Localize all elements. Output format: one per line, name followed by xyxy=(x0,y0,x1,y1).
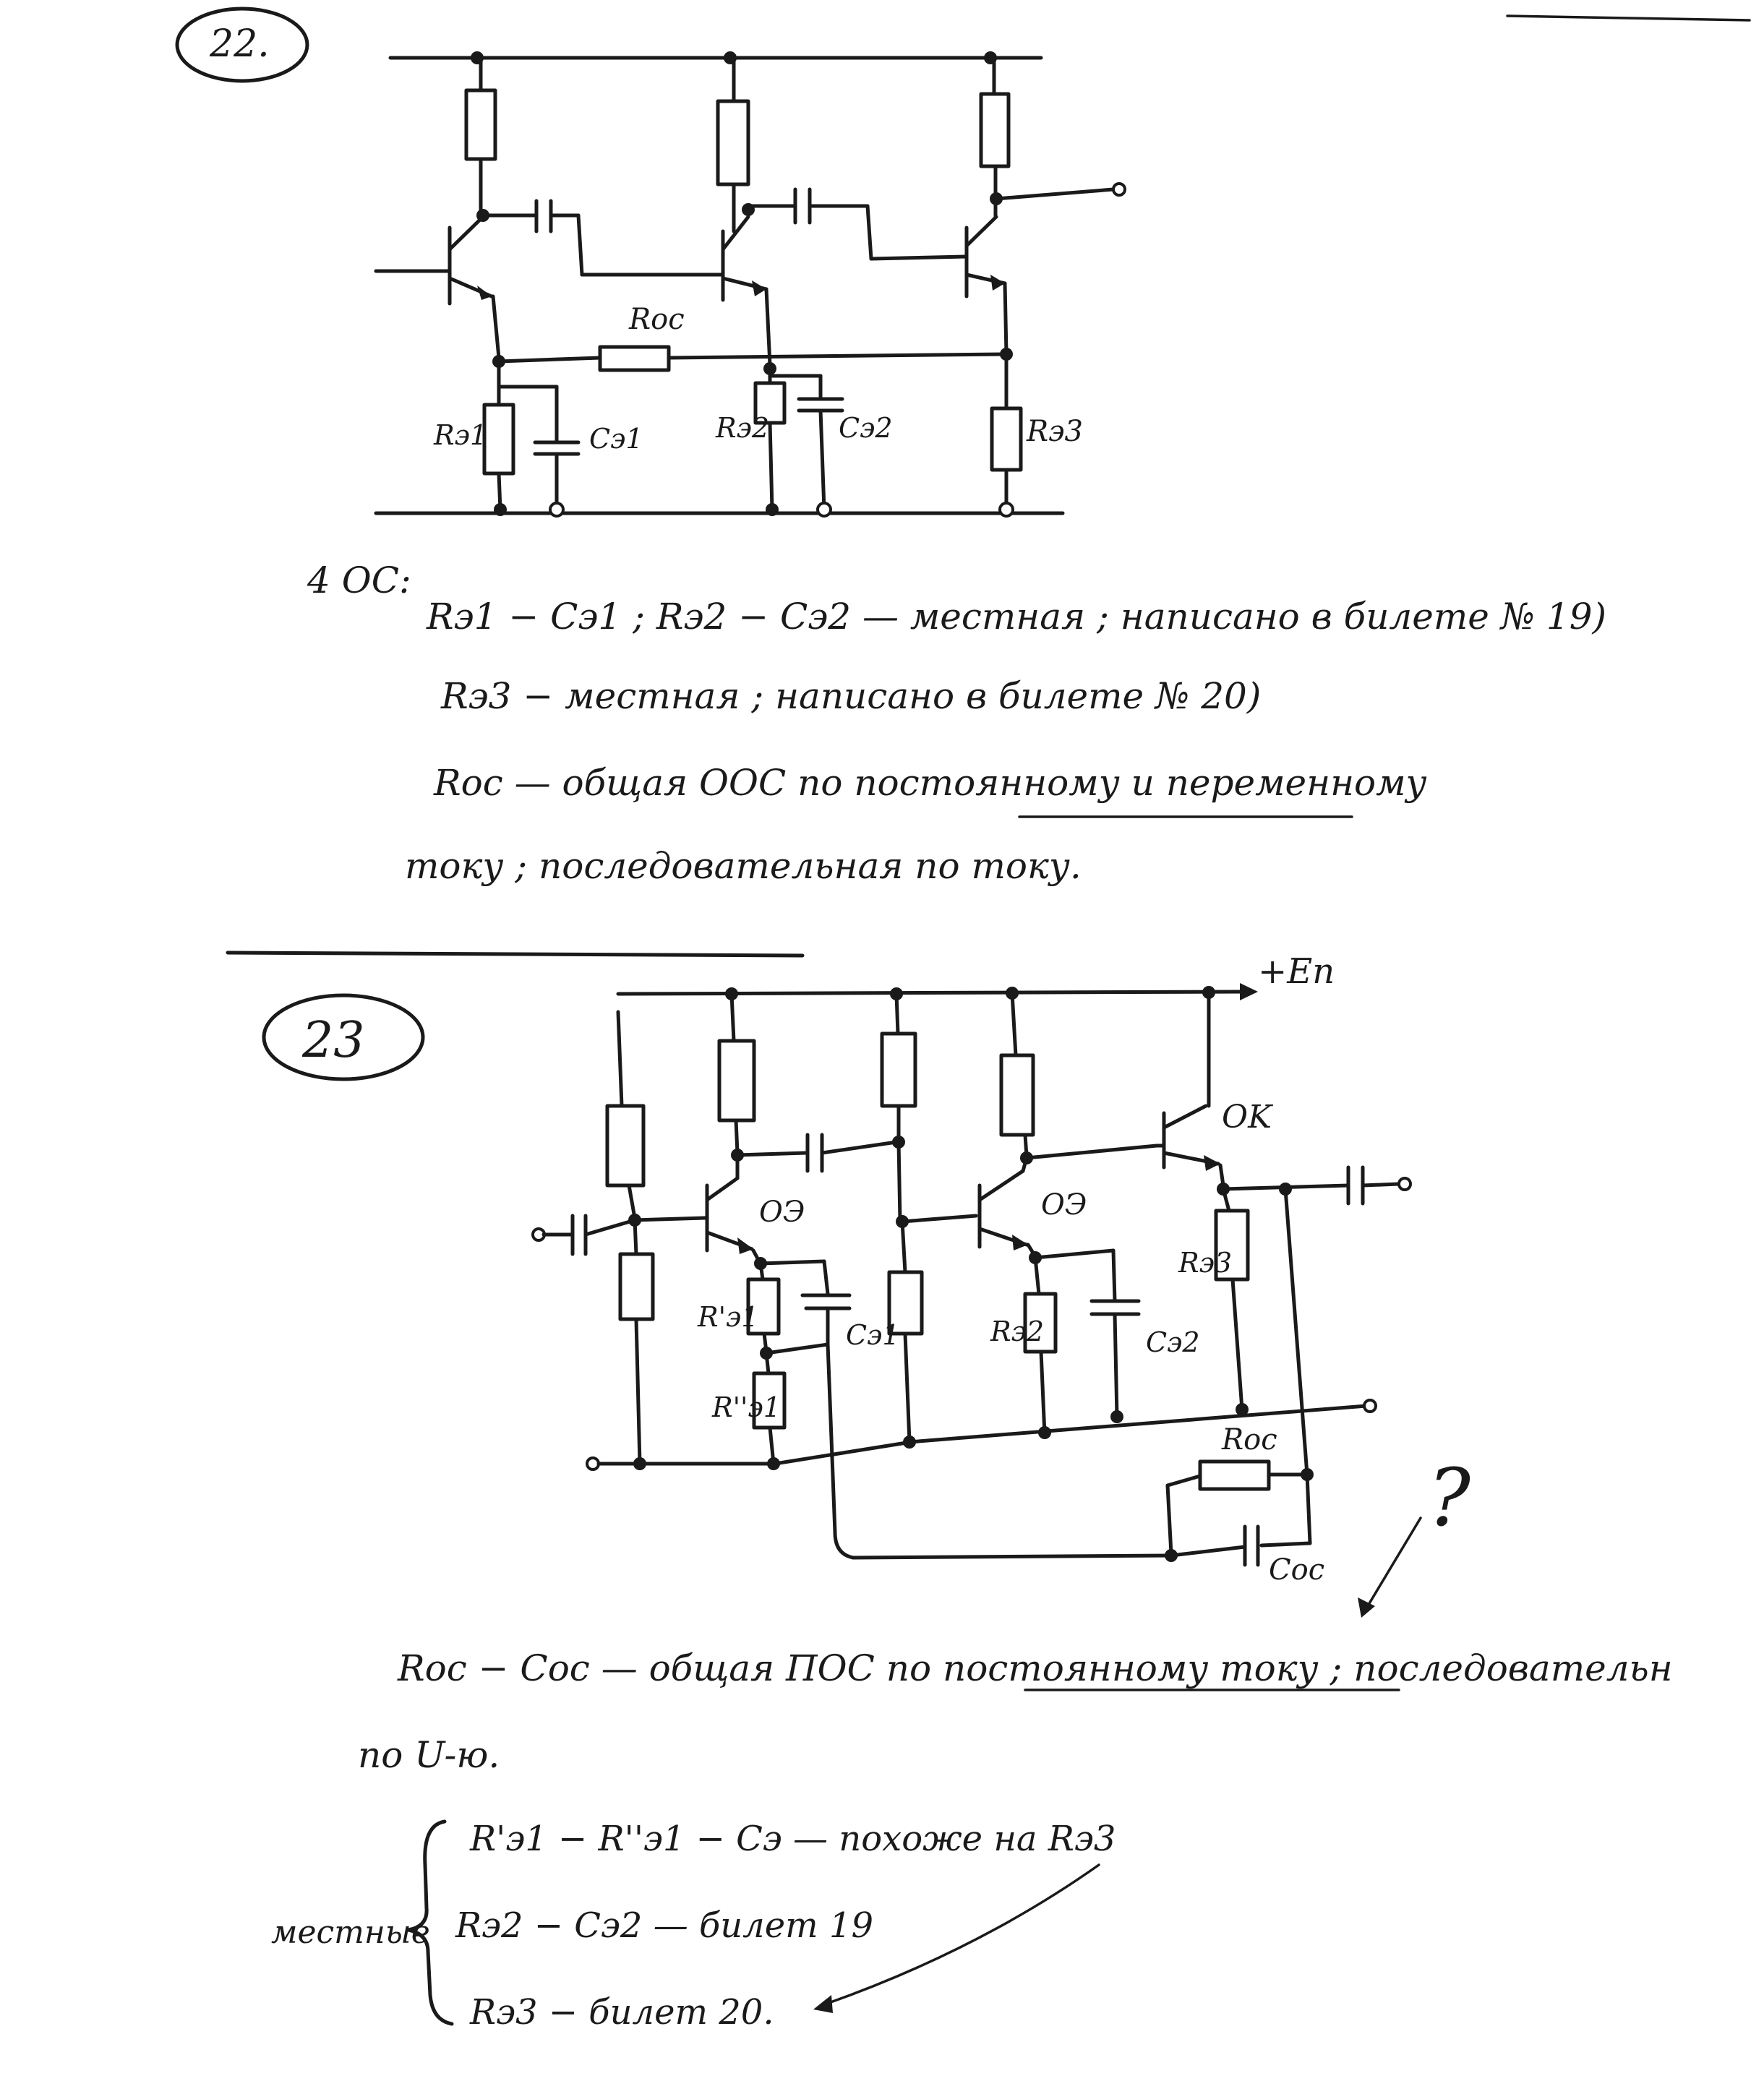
label-roc: Roc xyxy=(1221,1423,1277,1456)
notes-item-1: R'э1 − R''э1 − Cэ — похоже на Rэ3 xyxy=(469,1819,1116,1859)
notes-line-1: Rэ1 − Cэ1 ; Rэ2 − Cэ2 — местная ; написа… xyxy=(426,596,1606,638)
label-re2: Rэ2 xyxy=(990,1316,1044,1347)
label-re3: Rэ3 xyxy=(1026,415,1083,448)
label-re1a: R'э1 xyxy=(697,1301,759,1333)
circuit-23: +Eп OЭ xyxy=(531,951,1471,1618)
bias-resistor-top xyxy=(605,1104,646,1188)
output-terminal xyxy=(1397,1177,1412,1191)
label-stage1: OЭ xyxy=(759,1196,805,1229)
label-ce2: Cэ2 xyxy=(1146,1326,1200,1358)
emitter-resistor-1 xyxy=(482,403,515,476)
feedback-return-wire xyxy=(826,1342,1173,1560)
notes-line-1: Roc − Coc — общая ПОС по постоянному ток… xyxy=(397,1647,1673,1689)
collector-resistor-3 xyxy=(999,1053,1035,1137)
label-stage3: OK xyxy=(1222,1099,1273,1136)
label-ce1: Cэ1 xyxy=(589,423,643,455)
problem-23-header: 23 xyxy=(262,993,425,1081)
problem-number-circle xyxy=(262,993,425,1081)
problem-23-notes: Roc − Coc — общая ПОС по постоянному ток… xyxy=(271,1647,1673,2033)
label-supply: +Eп xyxy=(1258,951,1335,992)
top-edge-line xyxy=(1506,14,1751,22)
problem-22-header: 22. xyxy=(175,7,1751,83)
problem-22-number: 22. xyxy=(209,22,270,66)
notes-line-4: току ; последовательная по току. xyxy=(405,845,1082,887)
question-mark: ? xyxy=(1428,1451,1471,1544)
circuit-22: Roc xyxy=(374,51,1126,518)
ground-rail-right xyxy=(907,1404,1369,1444)
label-coc: Coc xyxy=(1269,1553,1324,1587)
collector-resistor-1 xyxy=(464,88,497,161)
ground-output-terminal xyxy=(1363,1399,1377,1413)
notes-item-2: Rэ2 − Cэ2 — билет 19 xyxy=(455,1905,873,1946)
label-stage2: OЭ xyxy=(1041,1188,1087,1222)
problem-number-circle xyxy=(175,7,309,83)
label-re1b: R''э1 xyxy=(711,1391,781,1423)
reference-arrow xyxy=(819,1863,1100,2007)
collector-resistor-2 xyxy=(716,99,750,186)
problem-22-notes: 4 OC: Rэ1 − Cэ1 ; Rэ2 − Cэ2 — местная ; … xyxy=(307,559,1606,887)
output-wire xyxy=(994,187,1116,201)
feedback-resistor-roc xyxy=(1198,1459,1271,1491)
emitter-resistor-3 xyxy=(990,406,1023,472)
notes-line-2: Rэ3 − местная ; написано в билете № 20) xyxy=(440,675,1261,717)
label-re3: Rэ3 xyxy=(1178,1247,1232,1279)
notes-line-3: Roc — общая ООС по постоянному и перемен… xyxy=(433,762,1427,804)
notes-line-2: по U-ю. xyxy=(358,1734,500,1776)
bias-resistor-bottom xyxy=(618,1252,655,1321)
output-terminal xyxy=(1112,182,1126,197)
feedback-resistor-roc xyxy=(598,345,671,372)
supply-rail xyxy=(616,990,1246,996)
section-divider xyxy=(226,951,805,958)
collector-resistor-2 xyxy=(880,1031,917,1108)
grouping-bracket xyxy=(406,1819,454,2026)
notes-item-3: Rэ3 − билет 20. xyxy=(469,1992,774,2033)
label-re2: Rэ2 xyxy=(715,412,769,444)
question-arrow xyxy=(1365,1516,1422,1610)
label-roc: Roc xyxy=(628,303,685,336)
notes-heading: 4 OC: xyxy=(307,559,411,601)
problem-23-number: 23 xyxy=(301,1012,365,1069)
collector-resistor-1 xyxy=(717,1039,756,1123)
label-re1: Rэ1 xyxy=(433,419,487,451)
collector-resistor-3 xyxy=(979,92,1011,168)
label-ce2: Cэ2 xyxy=(839,412,893,444)
bracket-label: местные xyxy=(271,1914,430,1951)
